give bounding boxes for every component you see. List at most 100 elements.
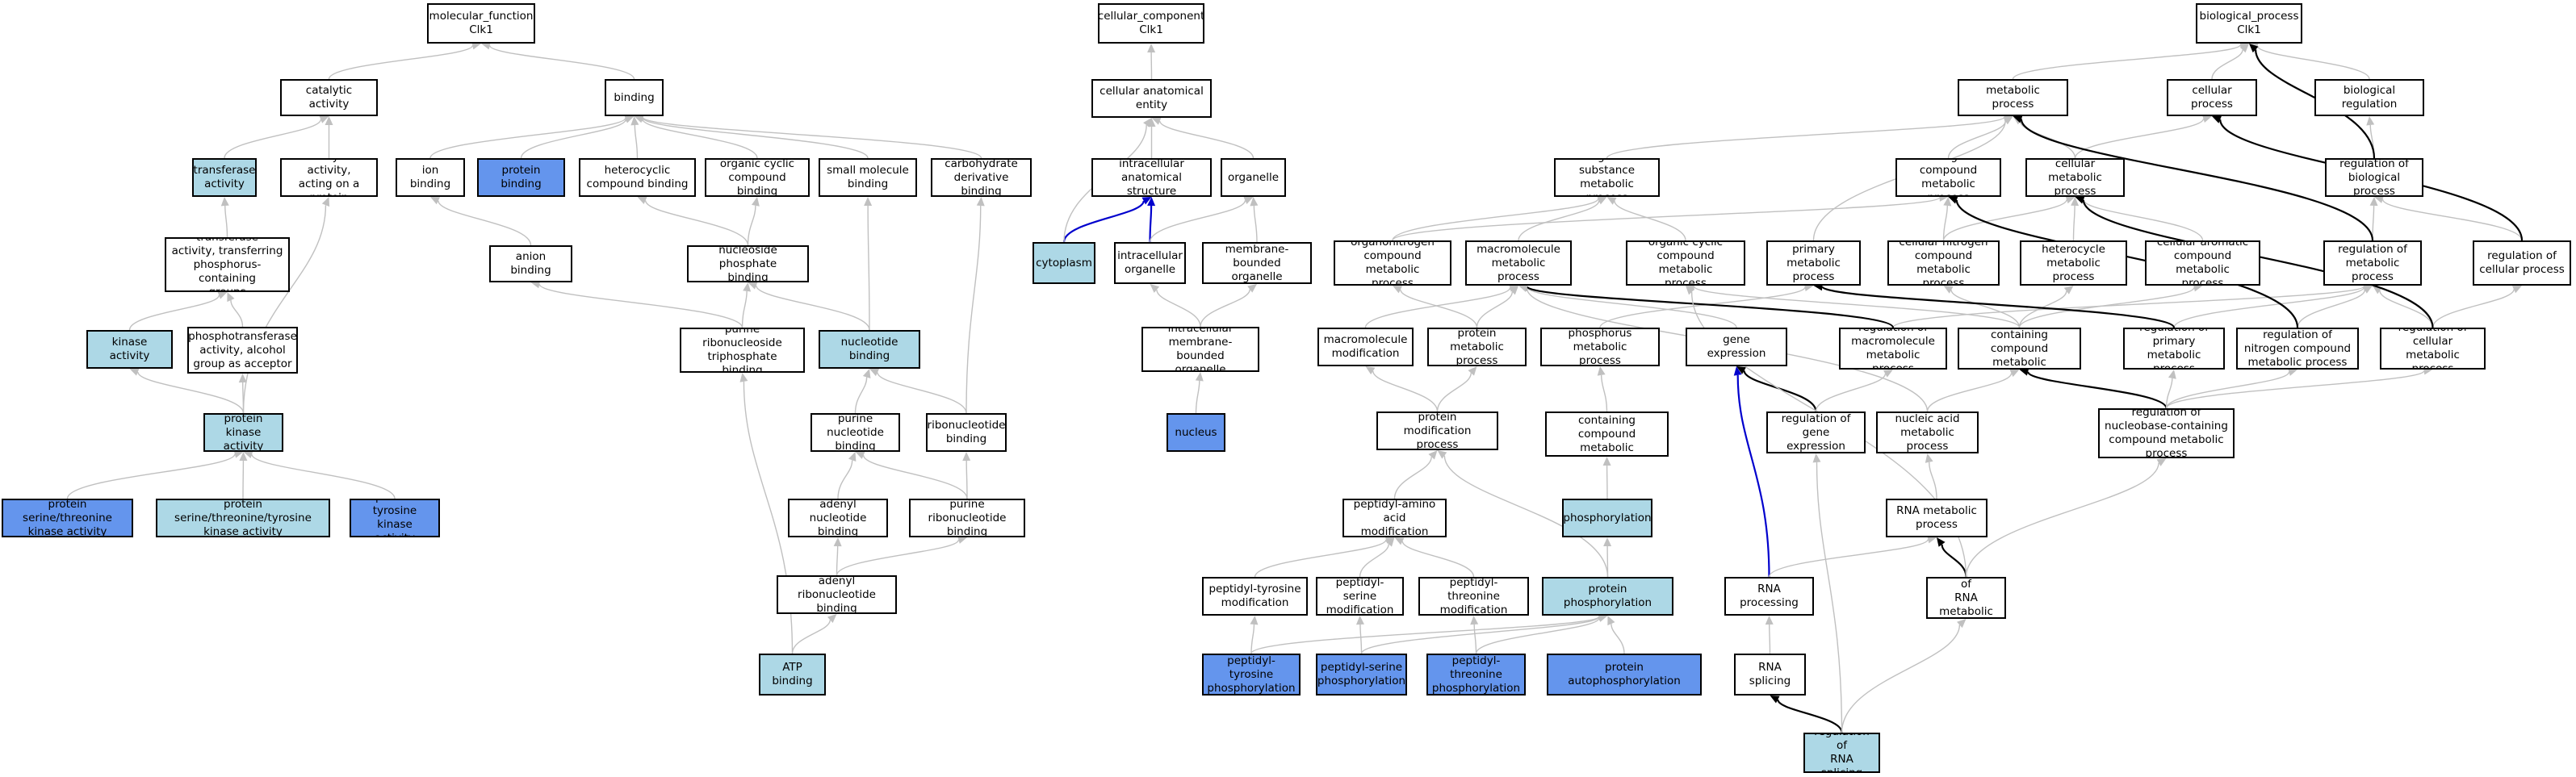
node-nitrogen-compound-metabolic-process[interactable]: nitrogen compound metabolic process [1895, 158, 2001, 197]
node-regulation-of-metabolic-process[interactable]: regulation of metabolic process [2323, 240, 2422, 286]
node-intracellular-anatomical-structure[interactable]: intracellular anatomical structure [1091, 158, 1212, 197]
node-protein-kinase-activity[interactable]: protein kinase activity [203, 413, 283, 452]
node-protein-serine-threonine-tyrosine-kinase[interactable]: protein serine/threonine/tyrosine kinase… [156, 499, 330, 537]
node-purine-ribonucleoside-triphosphate-binding[interactable]: purine ribonucleoside triphosphate bindi… [680, 328, 805, 373]
node-heterocycle-metabolic-process[interactable]: heterocycle metabolic process [2020, 240, 2127, 286]
node-protein-phosphorylation[interactable]: protein phosphorylation [1542, 577, 1673, 616]
node-adenyl-ribonucleotide-binding[interactable]: adenyl ribonucleotide binding [777, 575, 897, 614]
node-regulation-of-rna-splicing[interactable]: regulation of RNA splicing [1803, 733, 1880, 773]
node-regulation-of-nucleobase-containing-compound-metabolic-process[interactable]: regulation of nucleobase-containing comp… [2098, 408, 2235, 458]
edge-cacmp-to-cmp [2075, 195, 2204, 241]
node-cytoplasm[interactable]: cytoplasm [1032, 242, 1095, 284]
edge-rncmp-to-rmp [2297, 286, 2373, 328]
node-biological-regulation[interactable]: biological regulation [2314, 79, 2424, 116]
node-transferase-activity[interactable]: transferase activity [192, 158, 257, 197]
node-molecular-function[interactable]: molecular_function Clk1 [427, 3, 535, 44]
node-binding[interactable]: binding [605, 79, 664, 116]
node-peptidyl-tyrosine-phosphorylation[interactable]: peptidyl-tyrosine phosphorylation [1202, 654, 1301, 696]
node-gene-expression[interactable]: gene expression [1686, 328, 1787, 366]
edge-purine_rtp-to-nucleoside_p [741, 282, 752, 328]
node-organic-substance-metabolic-process[interactable]: organic substance metabolic process [1554, 158, 1660, 197]
node-membrane-bounded-organelle[interactable]: membrane-bounded organelle [1202, 242, 1312, 284]
node-rna-metabolic-process[interactable]: RNA metabolic process [1886, 499, 1987, 537]
node-anion-binding[interactable]: anion binding [489, 245, 572, 282]
node-transferase-phosphorus-groups[interactable]: transferase activity, transferring phosp… [165, 237, 290, 292]
node-cellular-nitrogen-compound-metabolic-process[interactable]: cellular nitrogen compound metabolic pro… [1887, 240, 2000, 286]
edge-line [1743, 370, 1817, 412]
node-organic-cyclic-compound-metabolic-process[interactable]: organic cyclic compound metabolic proces… [1626, 240, 1745, 286]
node-peptidyl-threonine-phosphorylation[interactable]: peptidyl-threonine phosphorylation [1426, 654, 1526, 696]
edge-arrowhead [1770, 696, 1780, 704]
node-nucleus[interactable]: nucleus [1167, 413, 1225, 452]
node-cellular-anatomical-entity[interactable]: cellular anatomical entity [1091, 79, 1212, 118]
node-small-molecule-binding[interactable]: small molecule binding [819, 158, 917, 197]
node-protein-metabolic-process[interactable]: protein metabolic process [1427, 328, 1527, 366]
node-nucleobase-containing-compound-metabolic-process[interactable]: nucleobase-containing compound metabolic… [1958, 328, 2081, 370]
node-macromolecule-modification[interactable]: macromolecule modification [1317, 328, 1414, 366]
node-protein-serine-threonine-kinase[interactable]: protein serine/threonine kinase activity [2, 499, 133, 537]
edge-line [2027, 371, 2168, 409]
node-peptidyl-serine-modification[interactable]: peptidyl-serine modification [1316, 577, 1404, 616]
node-nucleic-acid-metabolic-process[interactable]: nucleic acid metabolic process [1876, 411, 1979, 453]
node-cellular-component[interactable]: cellular_component Clk1 [1098, 3, 1204, 44]
node-cellular-process[interactable]: cellular process [2167, 79, 2257, 116]
edge-arrowhead [1925, 453, 1933, 463]
edge-arrowhead [2071, 197, 2080, 207]
node-intracellular-organelle[interactable]: intracellular organelle [1114, 242, 1186, 284]
node-peptidyl-tyrosine-modification[interactable]: peptidyl-tyrosine modification [1202, 577, 1308, 616]
edge-arrowhead [220, 197, 229, 207]
node-heterocyclic-compound-binding[interactable]: heterocyclic compound binding [579, 158, 696, 197]
node-organonitrogen-compound-metabolic-process[interactable]: organonitrogen compound metabolic proces… [1334, 240, 1451, 286]
node-biological-process[interactable]: biological_process Clk1 [2196, 3, 2302, 44]
node-catalytic-activity-on-protein[interactable]: catalytic activity, acting on a protein [280, 158, 378, 197]
node-regulation-of-gene-expression[interactable]: regulation of gene expression [1766, 411, 1866, 453]
node-phosphorylation[interactable]: phosphorylation [1562, 499, 1652, 537]
node-atp-binding[interactable]: ATP binding [759, 654, 826, 696]
edge-arrowhead [1602, 457, 1611, 466]
node-phosphate-containing-compound-metabolic-process[interactable]: phosphate-containing compound metabolic … [1545, 411, 1669, 457]
node-intracellular-membrane-bounded-organelle[interactable]: intracellular membrane-bounded organelle [1141, 327, 1259, 372]
node-protein-binding[interactable]: protein binding [477, 158, 565, 197]
node-catalytic-activity[interactable]: catalytic activity [280, 79, 378, 116]
node-ribonucleotide-binding[interactable]: ribonucleotide binding [926, 413, 1007, 452]
node-rna-splicing[interactable]: RNA splicing [1734, 654, 1806, 696]
edge-line [1816, 462, 1843, 733]
node-primary-metabolic-process[interactable]: primary metabolic process [1766, 240, 1861, 286]
node-purine-nucleotide-binding[interactable]: purine nucleotide binding [810, 413, 900, 452]
edge-arrowhead [1143, 118, 1152, 127]
edge-transferase_p-to-transferase [220, 197, 229, 238]
node-purine-ribonucleotide-binding[interactable]: purine ribonucleotide binding [909, 499, 1025, 537]
node-organelle[interactable]: organelle [1221, 158, 1286, 197]
node-macromolecule-metabolic-process[interactable]: macromolecule metabolic process [1465, 240, 1572, 286]
node-regulation-of-cellular-metabolic-process[interactable]: regulation of cellular metabolic process [2380, 328, 2486, 370]
node-regulation-of-cellular-process[interactable]: regulation of cellular process [2473, 240, 2571, 286]
edge-onmp-to-osmp [1392, 194, 1607, 241]
node-regulation-of-nitrogen-compound-metabolic-process[interactable]: regulation of nitrogen compound metaboli… [2236, 328, 2359, 370]
node-protein-autophosphorylation[interactable]: protein autophosphorylation [1547, 654, 1702, 696]
node-metabolic-process[interactable]: metabolic process [1958, 79, 2068, 116]
node-protein-modification-process[interactable]: protein modification process [1376, 411, 1498, 450]
node-ion-binding[interactable]: ion binding [396, 158, 465, 197]
node-carbohydrate-derivative-binding[interactable]: carbohydrate derivative binding [931, 158, 1032, 197]
node-cellular-aromatic-compound-metabolic-process[interactable]: cellular aromatic compound metabolic pro… [2145, 240, 2260, 286]
node-regulation-of-rna-metabolic-process[interactable]: regulation of RNA metabolic process [1926, 577, 2006, 619]
node-organic-cyclic-compound-binding[interactable]: organic cyclic compound binding [705, 158, 810, 197]
node-adenyl-nucleotide-binding[interactable]: adenyl nucleotide binding [788, 499, 888, 537]
edge-line [1359, 624, 1363, 654]
node-peptidyl-serine-phosphorylation[interactable]: peptidyl-serine phosphorylation [1316, 654, 1407, 696]
node-rna-processing[interactable]: RNA processing [1724, 577, 1814, 616]
node-peptidyl-amino-acid-modification[interactable]: peptidyl-amino acid modification [1342, 499, 1447, 537]
node-regulation-of-biological-process[interactable]: regulation of biological process [2325, 158, 2423, 197]
node-nucleotide-binding[interactable]: nucleotide binding [819, 330, 920, 369]
node-cellular-metabolic-process[interactable]: cellular metabolic process [2025, 158, 2125, 197]
edge-nbcmp-to-cncmp [1943, 286, 2021, 328]
edge-line [1777, 699, 1843, 733]
node-phosphotransferase-activity[interactable]: phosphotransferase activity, alcohol gro… [187, 327, 298, 374]
node-regulation-of-primary-metabolic-process[interactable]: regulation of primary metabolic process [2123, 328, 2225, 370]
node-phosphorus-metabolic-process[interactable]: phosphorus metabolic process [1540, 328, 1660, 366]
node-peptidyl-threonine-modification[interactable]: peptidyl-threonine modification [1418, 577, 1529, 616]
node-nucleoside-phosphate-binding[interactable]: nucleoside phosphate binding [687, 245, 809, 282]
node-kinase-activity[interactable]: kinase activity [86, 330, 173, 369]
node-regulation-of-macromolecule-metabolic-process[interactable]: regulation of macromolecule metabolic pr… [1839, 328, 1947, 370]
node-protein-tyrosine-kinase[interactable]: protein tyrosine kinase activity [350, 499, 440, 537]
